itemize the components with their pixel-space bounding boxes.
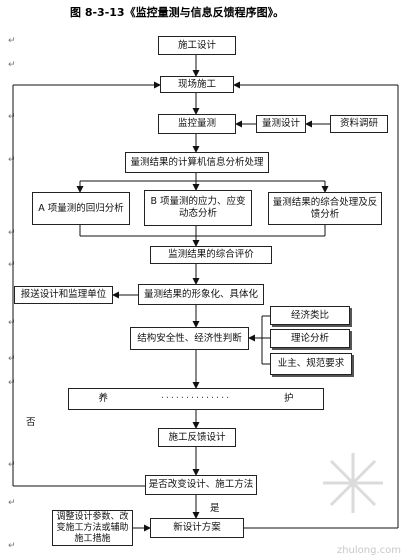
- node-judgement: 结构安全性、经济性判断: [130, 327, 249, 350]
- node-economy: 经济类比: [270, 306, 350, 325]
- node-computer-analysis: 量测结果的计算机信息分析处理: [125, 152, 269, 173]
- figure-title: 图 8-3-13《监控量测与信息反馈程序图》。: [70, 6, 285, 19]
- node-site: 现场施工: [160, 76, 234, 93]
- node-dynamic-b: B 项量测的应力、应变动态分析: [144, 190, 252, 226]
- node-report: 报送设计和监理单位: [14, 286, 113, 304]
- node-measurement-design-label: 量测设计: [261, 118, 300, 129]
- node-evaluation-label: 监测结果的综合评价: [168, 249, 254, 260]
- label-no: 否: [26, 417, 36, 428]
- node-synthesis-label: 量测结果的综合处理及反馈分析: [272, 196, 378, 220]
- paragraph-mark: ↵: [8, 155, 16, 165]
- paragraph-mark: ↵: [8, 228, 16, 238]
- paragraph-mark: ↵: [8, 378, 16, 388]
- node-regression-a-label: A 项量测的回归分析: [38, 202, 124, 214]
- watermark-text: zhulong.com: [336, 545, 401, 556]
- node-judgement-label: 结构安全性、经济性判断: [137, 332, 242, 344]
- node-regression-a: A 项量测的回归分析: [32, 192, 130, 225]
- node-maintenance-dots: ··············: [160, 393, 232, 404]
- node-economy-label: 经济类比: [290, 309, 329, 321]
- node-adjust: 调整设计参数、改变施工方法或辅助施工措施: [52, 510, 133, 546]
- node-survey: 资料调研: [330, 115, 388, 133]
- node-dynamic-b-label: B 项量测的应力、应变动态分析: [150, 196, 246, 219]
- node-survey-label: 资料调研: [339, 118, 378, 129]
- node-report-label: 报送设计和监理单位: [20, 289, 107, 300]
- node-theory-label: 理论分析: [290, 332, 329, 344]
- node-owner-label: 业主、规范要求: [277, 358, 345, 369]
- watermark-logo-icon: [323, 453, 383, 513]
- node-owner: 业主、规范要求: [270, 353, 352, 375]
- paragraph-mark: ↵: [8, 36, 16, 46]
- paragraph-mark: ↵: [8, 541, 16, 551]
- node-adjust-label: 调整设计参数、改变施工方法或辅助施工措施: [56, 511, 129, 544]
- node-design-label: 施工设计: [177, 39, 216, 51]
- node-computer-analysis-label: 量测结果的计算机信息分析处理: [130, 156, 264, 168]
- node-maintenance: 养 ·············· 护: [68, 388, 324, 410]
- node-feedback-label: 施工反馈设计: [168, 431, 226, 443]
- node-maintenance-left: 养: [98, 393, 108, 404]
- node-visualization-label: 量测结果的形象化、具体化: [143, 288, 258, 300]
- paragraph-mark: ↵: [8, 498, 16, 508]
- node-synthesis: 量测结果的综合处理及反馈分析: [268, 192, 382, 225]
- label-yes: 是: [210, 503, 220, 514]
- node-design: 施工设计: [158, 36, 236, 55]
- node-monitor-label: 监控量测: [177, 118, 216, 129]
- paragraph-mark: ↵: [8, 460, 16, 470]
- node-visualization: 量测结果的形象化、具体化: [138, 284, 264, 305]
- node-new-plan: 新设计方案: [150, 518, 244, 538]
- paragraph-mark: ↵: [8, 354, 16, 364]
- node-site-label: 现场施工: [177, 78, 216, 90]
- paragraph-mark: ↵: [8, 260, 16, 270]
- node-maintenance-right: 护: [284, 393, 294, 404]
- paragraph-mark: ↵: [8, 112, 16, 122]
- node-change-decision: 是否改变设计、施工方法: [145, 475, 257, 495]
- paragraph-mark: ↵: [8, 318, 16, 328]
- node-change-decision-label: 是否改变设计、施工方法: [148, 479, 254, 490]
- node-evaluation: 监测结果的综合评价: [150, 246, 272, 264]
- node-monitor: 监控量测: [158, 114, 236, 134]
- node-new-plan-label: 新设计方案: [173, 522, 221, 533]
- node-theory: 理论分析: [270, 329, 350, 348]
- node-feedback: 施工反馈设计: [158, 428, 236, 447]
- node-measurement-design: 量测设计: [256, 115, 306, 133]
- paragraph-mark: ↵: [8, 60, 16, 70]
